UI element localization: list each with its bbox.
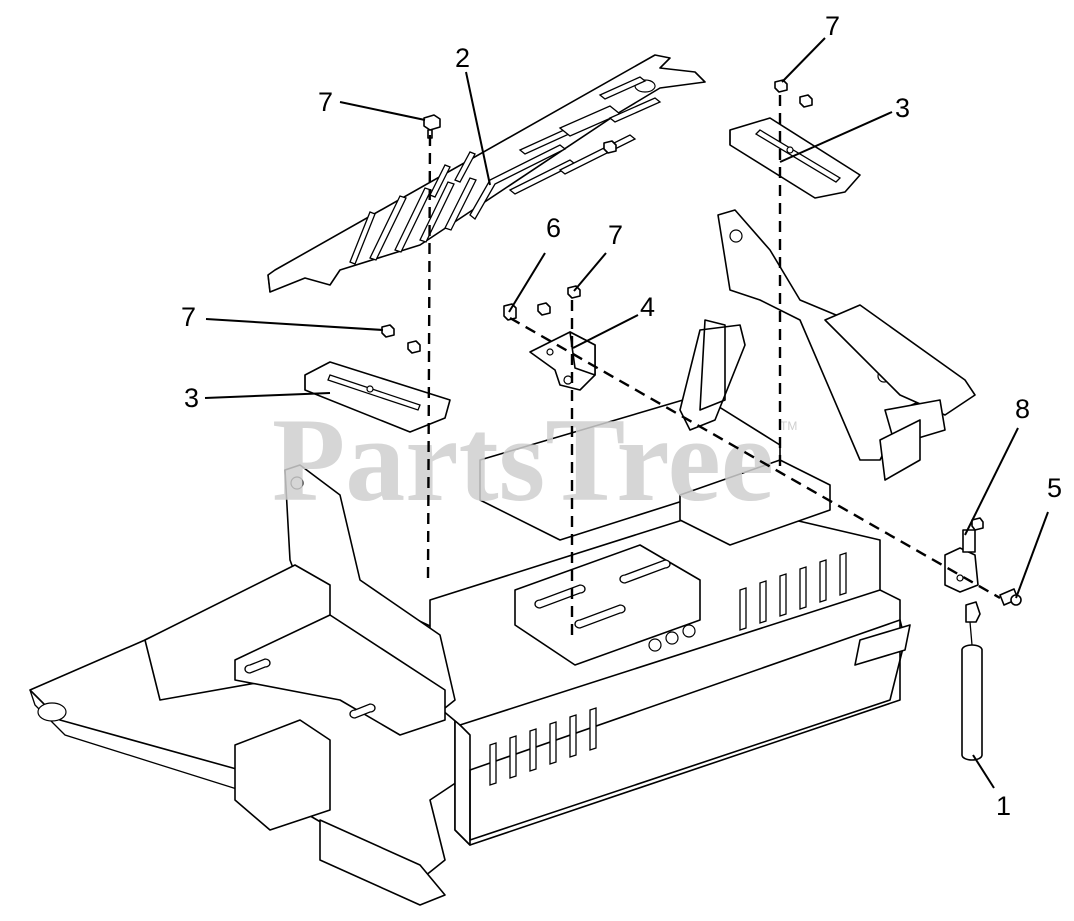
- callout-6: 6: [546, 213, 561, 243]
- watermark-text: PartsTree: [272, 393, 774, 526]
- part-4-switch-bracket: [529, 331, 596, 391]
- part-3-bracket-left: [304, 361, 451, 433]
- callouts: 2 7 7 3 6 7 4 7 3 8 5 1: [181, 11, 1062, 821]
- callout-1: 1: [996, 791, 1011, 821]
- assembly-lines: [426, 95, 1001, 640]
- callout-7: 7: [181, 302, 196, 332]
- callout-7: 7: [825, 11, 840, 41]
- fasteners: [381, 79, 984, 531]
- callout-3: 3: [895, 93, 910, 123]
- part-2-vented-plate: [267, 54, 706, 293]
- main-frame: [29, 209, 976, 906]
- watermark-trademark: TM: [780, 419, 797, 433]
- part-8-switch: [944, 529, 979, 593]
- callout-3: 3: [184, 383, 199, 413]
- callout-7: 7: [608, 220, 623, 250]
- callout-2: 2: [455, 43, 470, 73]
- part-5-screw: [999, 588, 1022, 606]
- callout-4: 4: [640, 292, 655, 322]
- part-3-bracket-right: [729, 117, 861, 199]
- part-1-harness: [961, 601, 983, 761]
- box-vents: [489, 552, 847, 786]
- callout-8: 8: [1015, 394, 1030, 424]
- leader-lines: [204, 37, 1049, 789]
- callout-5: 5: [1047, 473, 1062, 503]
- callout-7: 7: [318, 87, 333, 117]
- watermark: PartsTree TM: [272, 393, 797, 526]
